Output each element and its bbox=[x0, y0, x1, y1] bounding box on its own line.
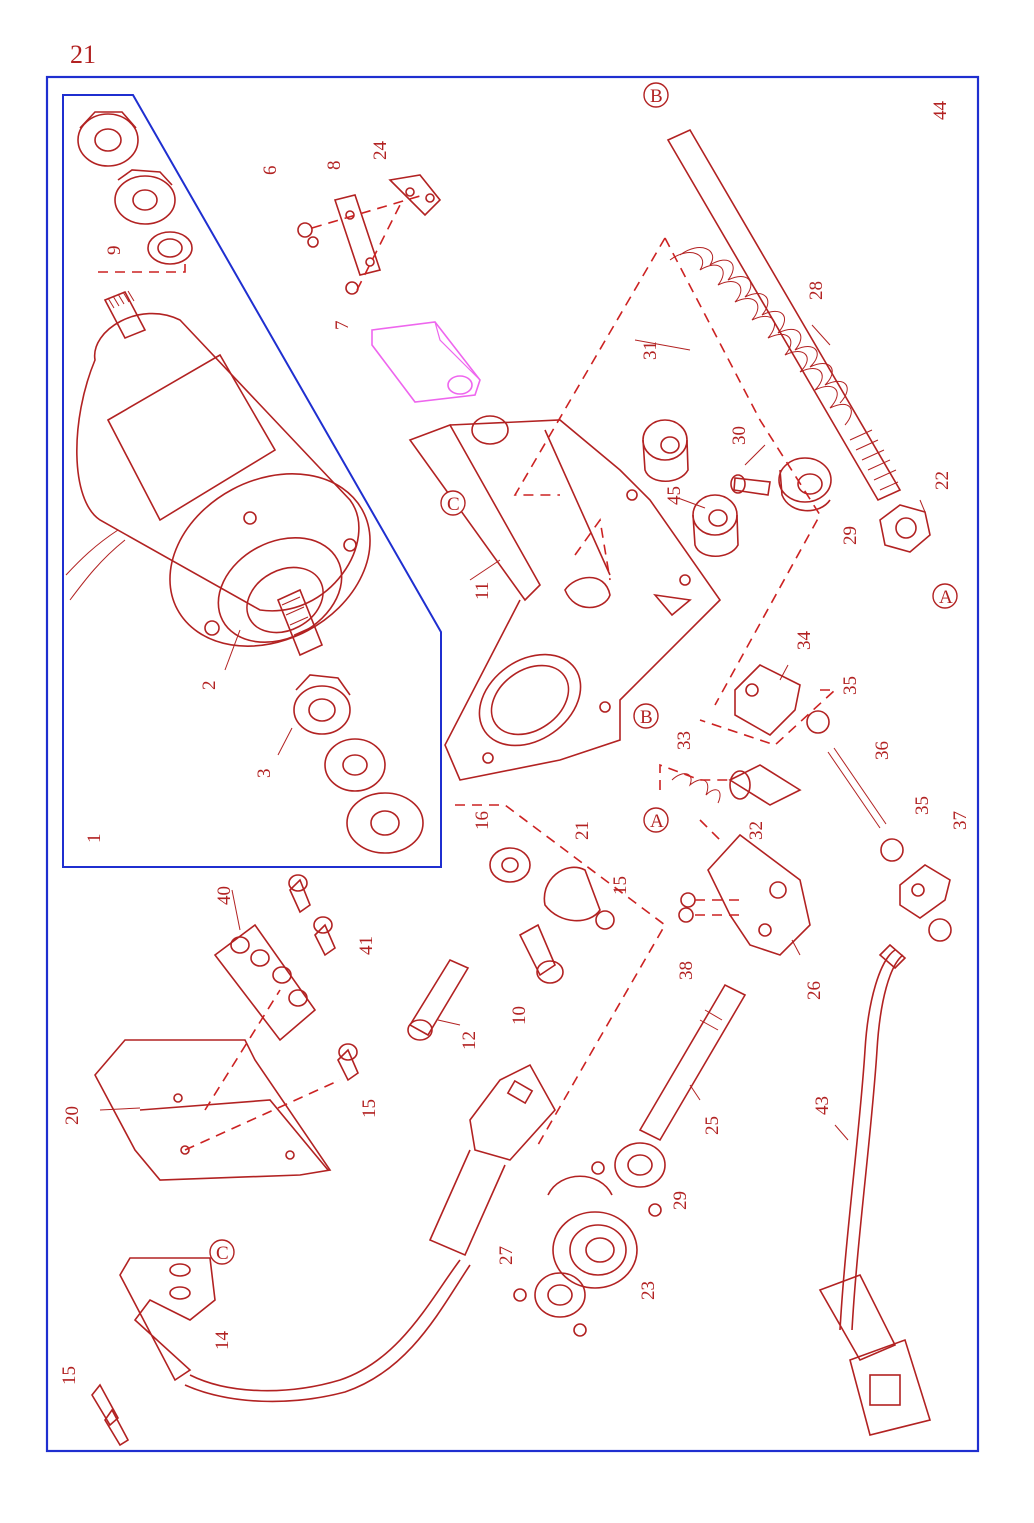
svg-text:C: C bbox=[447, 494, 460, 515]
slide-block bbox=[678, 833, 811, 956]
callout-28: 28 bbox=[806, 281, 827, 300]
adjuster-blocks bbox=[734, 664, 952, 942]
corner-label: 44 bbox=[930, 101, 951, 121]
callout-23: 23 bbox=[638, 1281, 659, 1300]
collar-upper bbox=[730, 457, 832, 512]
callout-25: 25 bbox=[702, 1116, 723, 1135]
callout-29-a: 29 bbox=[840, 526, 861, 545]
callout-11: 11 bbox=[472, 582, 493, 600]
callout-21: 21 bbox=[572, 821, 593, 840]
callout-22: 22 bbox=[932, 471, 953, 490]
main-bracket bbox=[408, 415, 722, 781]
callout-14: 14 bbox=[212, 1331, 233, 1351]
mount-hardware bbox=[407, 804, 667, 1151]
callout-38: 38 bbox=[676, 961, 697, 980]
callout-2: 2 bbox=[199, 681, 220, 691]
small-brackets bbox=[297, 174, 442, 295]
svg-text:B: B bbox=[650, 86, 663, 107]
svg-text:B: B bbox=[640, 707, 653, 728]
shaft bbox=[638, 983, 747, 1142]
callout-26: 26 bbox=[804, 981, 825, 1000]
cable-bracket bbox=[91, 1257, 216, 1447]
bearing-set bbox=[513, 1142, 666, 1337]
callout-40: 40 bbox=[214, 886, 235, 905]
callout-37: 37 bbox=[950, 811, 971, 830]
reference-marker-a2: A bbox=[932, 583, 958, 609]
page-number: 21 bbox=[70, 40, 96, 69]
callout-30: 30 bbox=[729, 426, 750, 445]
callout-15-a: 15 bbox=[59, 1366, 80, 1385]
mounting-plate bbox=[94, 989, 341, 1181]
callout-12: 12 bbox=[459, 1031, 480, 1050]
reference-marker-c2: C bbox=[209, 1239, 235, 1265]
callout-1: 1 bbox=[84, 834, 105, 844]
leader-lines bbox=[99, 324, 926, 1141]
callout-41: 41 bbox=[356, 936, 377, 955]
rod bbox=[666, 128, 931, 553]
reference-marker-c1: C bbox=[440, 490, 466, 516]
svg-text:C: C bbox=[216, 1243, 229, 1264]
reference-marker-a1: A bbox=[643, 807, 669, 833]
spring bbox=[669, 247, 852, 426]
highlighted-block bbox=[371, 321, 481, 403]
reference-marker-b2: B bbox=[633, 703, 659, 729]
callout-32: 32 bbox=[746, 821, 767, 840]
terminal-block bbox=[213, 874, 359, 1082]
callout-35-b: 35 bbox=[912, 796, 933, 815]
callout-15-b: 15 bbox=[359, 1099, 380, 1118]
callout-36: 36 bbox=[872, 741, 893, 760]
svg-text:A: A bbox=[939, 587, 953, 608]
svg-text:A: A bbox=[650, 811, 664, 832]
callout-34: 34 bbox=[794, 631, 815, 651]
spacers bbox=[642, 419, 739, 558]
callout-16: 16 bbox=[472, 811, 493, 830]
callout-9: 9 bbox=[104, 246, 125, 256]
callout-6: 6 bbox=[260, 166, 281, 176]
pin-spring bbox=[671, 764, 802, 806]
reference-marker-b1: B bbox=[643, 82, 669, 108]
callout-10: 10 bbox=[509, 1006, 530, 1025]
motor-assembly bbox=[65, 111, 424, 854]
callout-7: 7 bbox=[332, 321, 353, 331]
callout-20: 20 bbox=[62, 1106, 83, 1125]
callout-45: 45 bbox=[664, 486, 685, 505]
cable-assembly bbox=[184, 943, 932, 1436]
callout-35-a: 35 bbox=[840, 676, 861, 695]
callout-8: 8 bbox=[324, 161, 345, 171]
callout-3: 3 bbox=[254, 769, 275, 779]
outer-frame bbox=[45, 75, 980, 1453]
callout-15-c: 15 bbox=[610, 876, 631, 895]
callout-33: 33 bbox=[674, 731, 695, 750]
callout-31: 31 bbox=[640, 341, 661, 360]
callout-29-b: 29 bbox=[670, 1191, 691, 1210]
callout-24: 24 bbox=[370, 141, 391, 161]
motor-inset-frame bbox=[62, 94, 442, 868]
callout-43: 43 bbox=[812, 1096, 833, 1115]
assembly-guides bbox=[98, 237, 838, 841]
callout-27: 27 bbox=[496, 1246, 517, 1265]
